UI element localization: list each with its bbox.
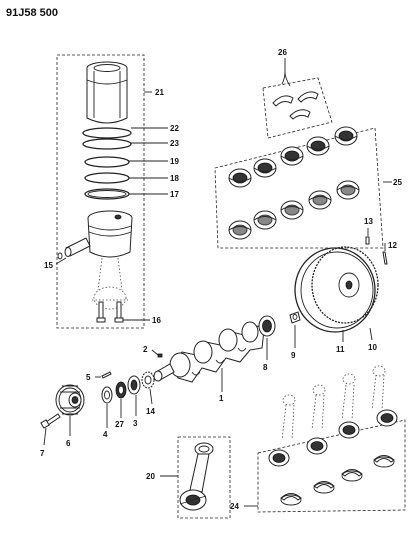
thrust-bearings-group [262,58,333,139]
callout-18: 18 [170,174,179,183]
crank-gear [141,371,155,389]
main-bearings-group [214,126,392,249]
oil-slinger [115,381,127,399]
callout-13: 13 [364,217,373,226]
piston-pin [57,237,91,260]
flywheel-group [294,228,388,342]
callout-12: 12 [388,241,397,250]
washer [101,386,113,404]
woodruff-key [157,353,163,358]
callout-3: 3 [133,419,138,428]
callout-27: 27 [115,420,124,429]
thrust-half-3 [297,91,319,103]
callout-14: 14 [146,407,155,416]
piston [87,210,133,258]
callout-11: 11 [336,345,345,354]
thrust-half-2 [289,109,311,120]
piston-rings [82,127,132,200]
key [101,371,112,379]
damper-bolt [40,413,61,429]
rod-bearings-upper [268,409,398,467]
rod-bearings-lower [280,455,395,506]
pilot-bushing [289,311,301,324]
rod-outlines [281,365,386,441]
crankshaft [153,321,265,383]
callout-19: 19 [170,157,179,166]
connecting-rod-box [160,436,231,519]
callout-8: 8 [263,363,268,372]
thrust-half-1 [272,95,294,107]
crank-sprocket [127,375,141,395]
callout-26: 26 [278,48,287,57]
callout-17: 17 [170,190,179,199]
callout-1: 1 [219,394,224,403]
vibration-damper [55,384,85,416]
callout-5: 5 [86,373,91,382]
connecting-rod [179,442,214,511]
ring-22 [82,127,132,139]
dowel-pin-13 [365,236,370,245]
callout-2: 2 [143,345,148,354]
flex-plate [294,247,376,333]
cylinder-sleeve [86,61,128,124]
diagram-id: 91J58 500 [6,7,58,19]
piston-assembly-group [55,54,168,329]
rod-bearings-group [244,365,406,513]
callout-24: 24 [230,502,239,511]
bolt-12 [382,251,388,265]
callout-15: 15 [44,261,53,270]
callout-7: 7 [40,449,45,458]
rear-main-seal [258,315,276,337]
connecting-rod-outline [92,257,128,310]
main-bearings-upper [228,126,358,188]
callout-23: 23 [170,139,179,148]
callout-9: 9 [291,351,296,360]
ring-19 [84,156,130,168]
callout-21: 21 [155,88,164,97]
callout-10: 10 [368,343,377,352]
ring-23 [82,138,132,150]
ring-gear [311,246,379,324]
callout-6: 6 [66,439,71,448]
callout-25: 25 [393,178,402,187]
callout-20: 20 [146,472,155,481]
callout-4: 4 [103,430,108,439]
ring-18 [84,172,130,184]
rod-bolts [96,301,124,323]
callout-22: 22 [170,124,179,133]
callout-16: 16 [152,316,161,325]
main-bearings-lower [228,180,360,240]
